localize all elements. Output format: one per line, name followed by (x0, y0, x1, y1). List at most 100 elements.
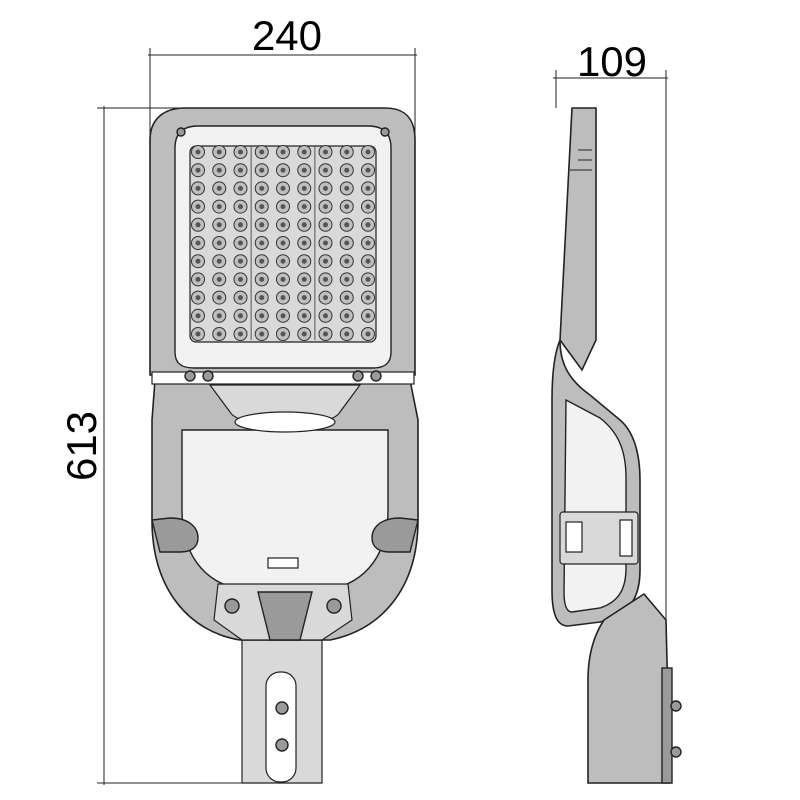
led-chip (195, 222, 201, 228)
led-chip (238, 204, 243, 210)
led-chip (238, 313, 243, 319)
led-chip (259, 258, 265, 264)
led-chip (259, 185, 265, 191)
led-chip (259, 167, 265, 173)
led-chip (195, 331, 201, 337)
led-chip (216, 313, 222, 319)
led-chip (344, 222, 350, 228)
led-chip (216, 240, 222, 246)
led-chip (344, 149, 350, 155)
led-chip (365, 222, 371, 228)
width-dimension-label: 240 (252, 12, 322, 59)
side-head (559, 107, 597, 372)
led-chip (195, 167, 201, 173)
led-chip (216, 204, 222, 210)
depth-dimension: 109 (553, 38, 668, 690)
led-chip (280, 185, 286, 191)
led-chip (259, 313, 265, 319)
led-chip (301, 149, 307, 155)
led-chip (216, 185, 222, 191)
led-chip (280, 313, 286, 319)
led-chip (301, 240, 307, 246)
led-chip (238, 258, 243, 264)
led-chip (259, 331, 265, 337)
led-chip (323, 149, 328, 155)
led-chip (280, 204, 286, 210)
led-chip (301, 295, 307, 301)
led-chip (365, 258, 371, 264)
led-chip (216, 295, 222, 301)
led-chip (323, 185, 328, 191)
led-chip (195, 185, 201, 191)
led-chip (323, 313, 328, 319)
led-chip (259, 222, 265, 228)
led-chip (365, 240, 371, 246)
led-chip (238, 240, 243, 246)
led-chip (344, 313, 350, 319)
led-chip (301, 258, 307, 264)
led-chip (259, 204, 265, 210)
side-view (551, 107, 682, 784)
led-chip (216, 276, 222, 282)
led-chip (301, 313, 307, 319)
led-chip (238, 167, 243, 173)
led-chip (323, 204, 328, 210)
led-chip (323, 240, 328, 246)
led-chip (365, 185, 371, 191)
led-chip (365, 149, 371, 155)
led-chip (195, 240, 201, 246)
led-chip (301, 222, 307, 228)
depth-dimension-label: 109 (577, 38, 647, 85)
led-chip (195, 313, 201, 319)
led-chip (323, 222, 328, 228)
led-chip (216, 167, 222, 173)
led-chip (195, 149, 201, 155)
led-chip (323, 167, 328, 173)
led-chip (344, 331, 350, 337)
led-chip (216, 331, 222, 337)
led-chip (301, 331, 307, 337)
led-chip (323, 258, 328, 264)
led-chip (195, 258, 201, 264)
led-chip (280, 276, 286, 282)
led-chip (238, 295, 243, 301)
led-chip (238, 222, 243, 228)
led-chip (216, 258, 222, 264)
led-chip (195, 295, 201, 301)
led-chip (238, 185, 243, 191)
width-dimension: 240 (148, 12, 417, 135)
led-chip (344, 204, 350, 210)
led-chip (365, 276, 371, 282)
led-chip (344, 240, 350, 246)
led-chip (238, 276, 243, 282)
led-chip (195, 204, 201, 210)
led-chip (344, 276, 350, 282)
led-chip (301, 167, 307, 173)
led-chip (216, 222, 222, 228)
led-chip (365, 313, 371, 319)
led-chip (259, 276, 265, 282)
led-chip (280, 295, 286, 301)
led-chip (216, 149, 222, 155)
led-chip (323, 276, 328, 282)
led-array (191, 145, 375, 341)
front-view (149, 107, 419, 784)
led-chip (280, 331, 286, 337)
led-chip (238, 149, 243, 155)
led-chip (238, 331, 243, 337)
led-chip (259, 295, 265, 301)
led-chip (301, 204, 307, 210)
led-chip (280, 222, 286, 228)
led-chip (259, 149, 265, 155)
led-chip (323, 295, 328, 301)
led-chip (365, 167, 371, 173)
led-chip (280, 149, 286, 155)
led-chip (280, 167, 286, 173)
led-chip (195, 276, 201, 282)
led-chip (344, 295, 350, 301)
led-chip (344, 258, 350, 264)
led-chip (301, 185, 307, 191)
led-chip (259, 240, 265, 246)
height-dimension-label: 613 (58, 411, 105, 481)
